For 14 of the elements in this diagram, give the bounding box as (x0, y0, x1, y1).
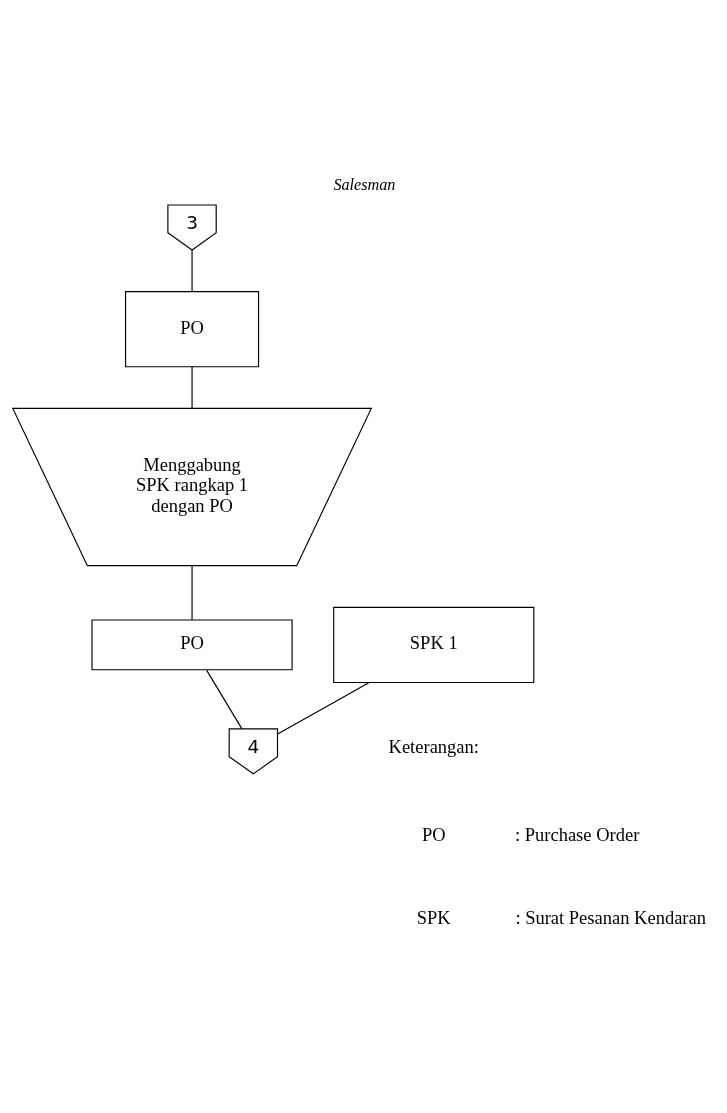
label: : Purchase Order (515, 824, 640, 845)
connector (191, 564, 193, 620)
label: Keterangan: (388, 736, 479, 757)
node-box: SPK 1 (333, 606, 535, 683)
label: SPK (416, 907, 451, 928)
connector (191, 365, 193, 409)
node-box: PO (124, 290, 260, 367)
label: : Surat Pesanan Kendaran (515, 907, 706, 928)
node-box: PO (91, 618, 293, 670)
label: PO (421, 824, 446, 845)
diagram-title: Salesman (333, 175, 396, 194)
connector (277, 681, 370, 735)
connector (206, 669, 243, 729)
connector (191, 249, 193, 292)
